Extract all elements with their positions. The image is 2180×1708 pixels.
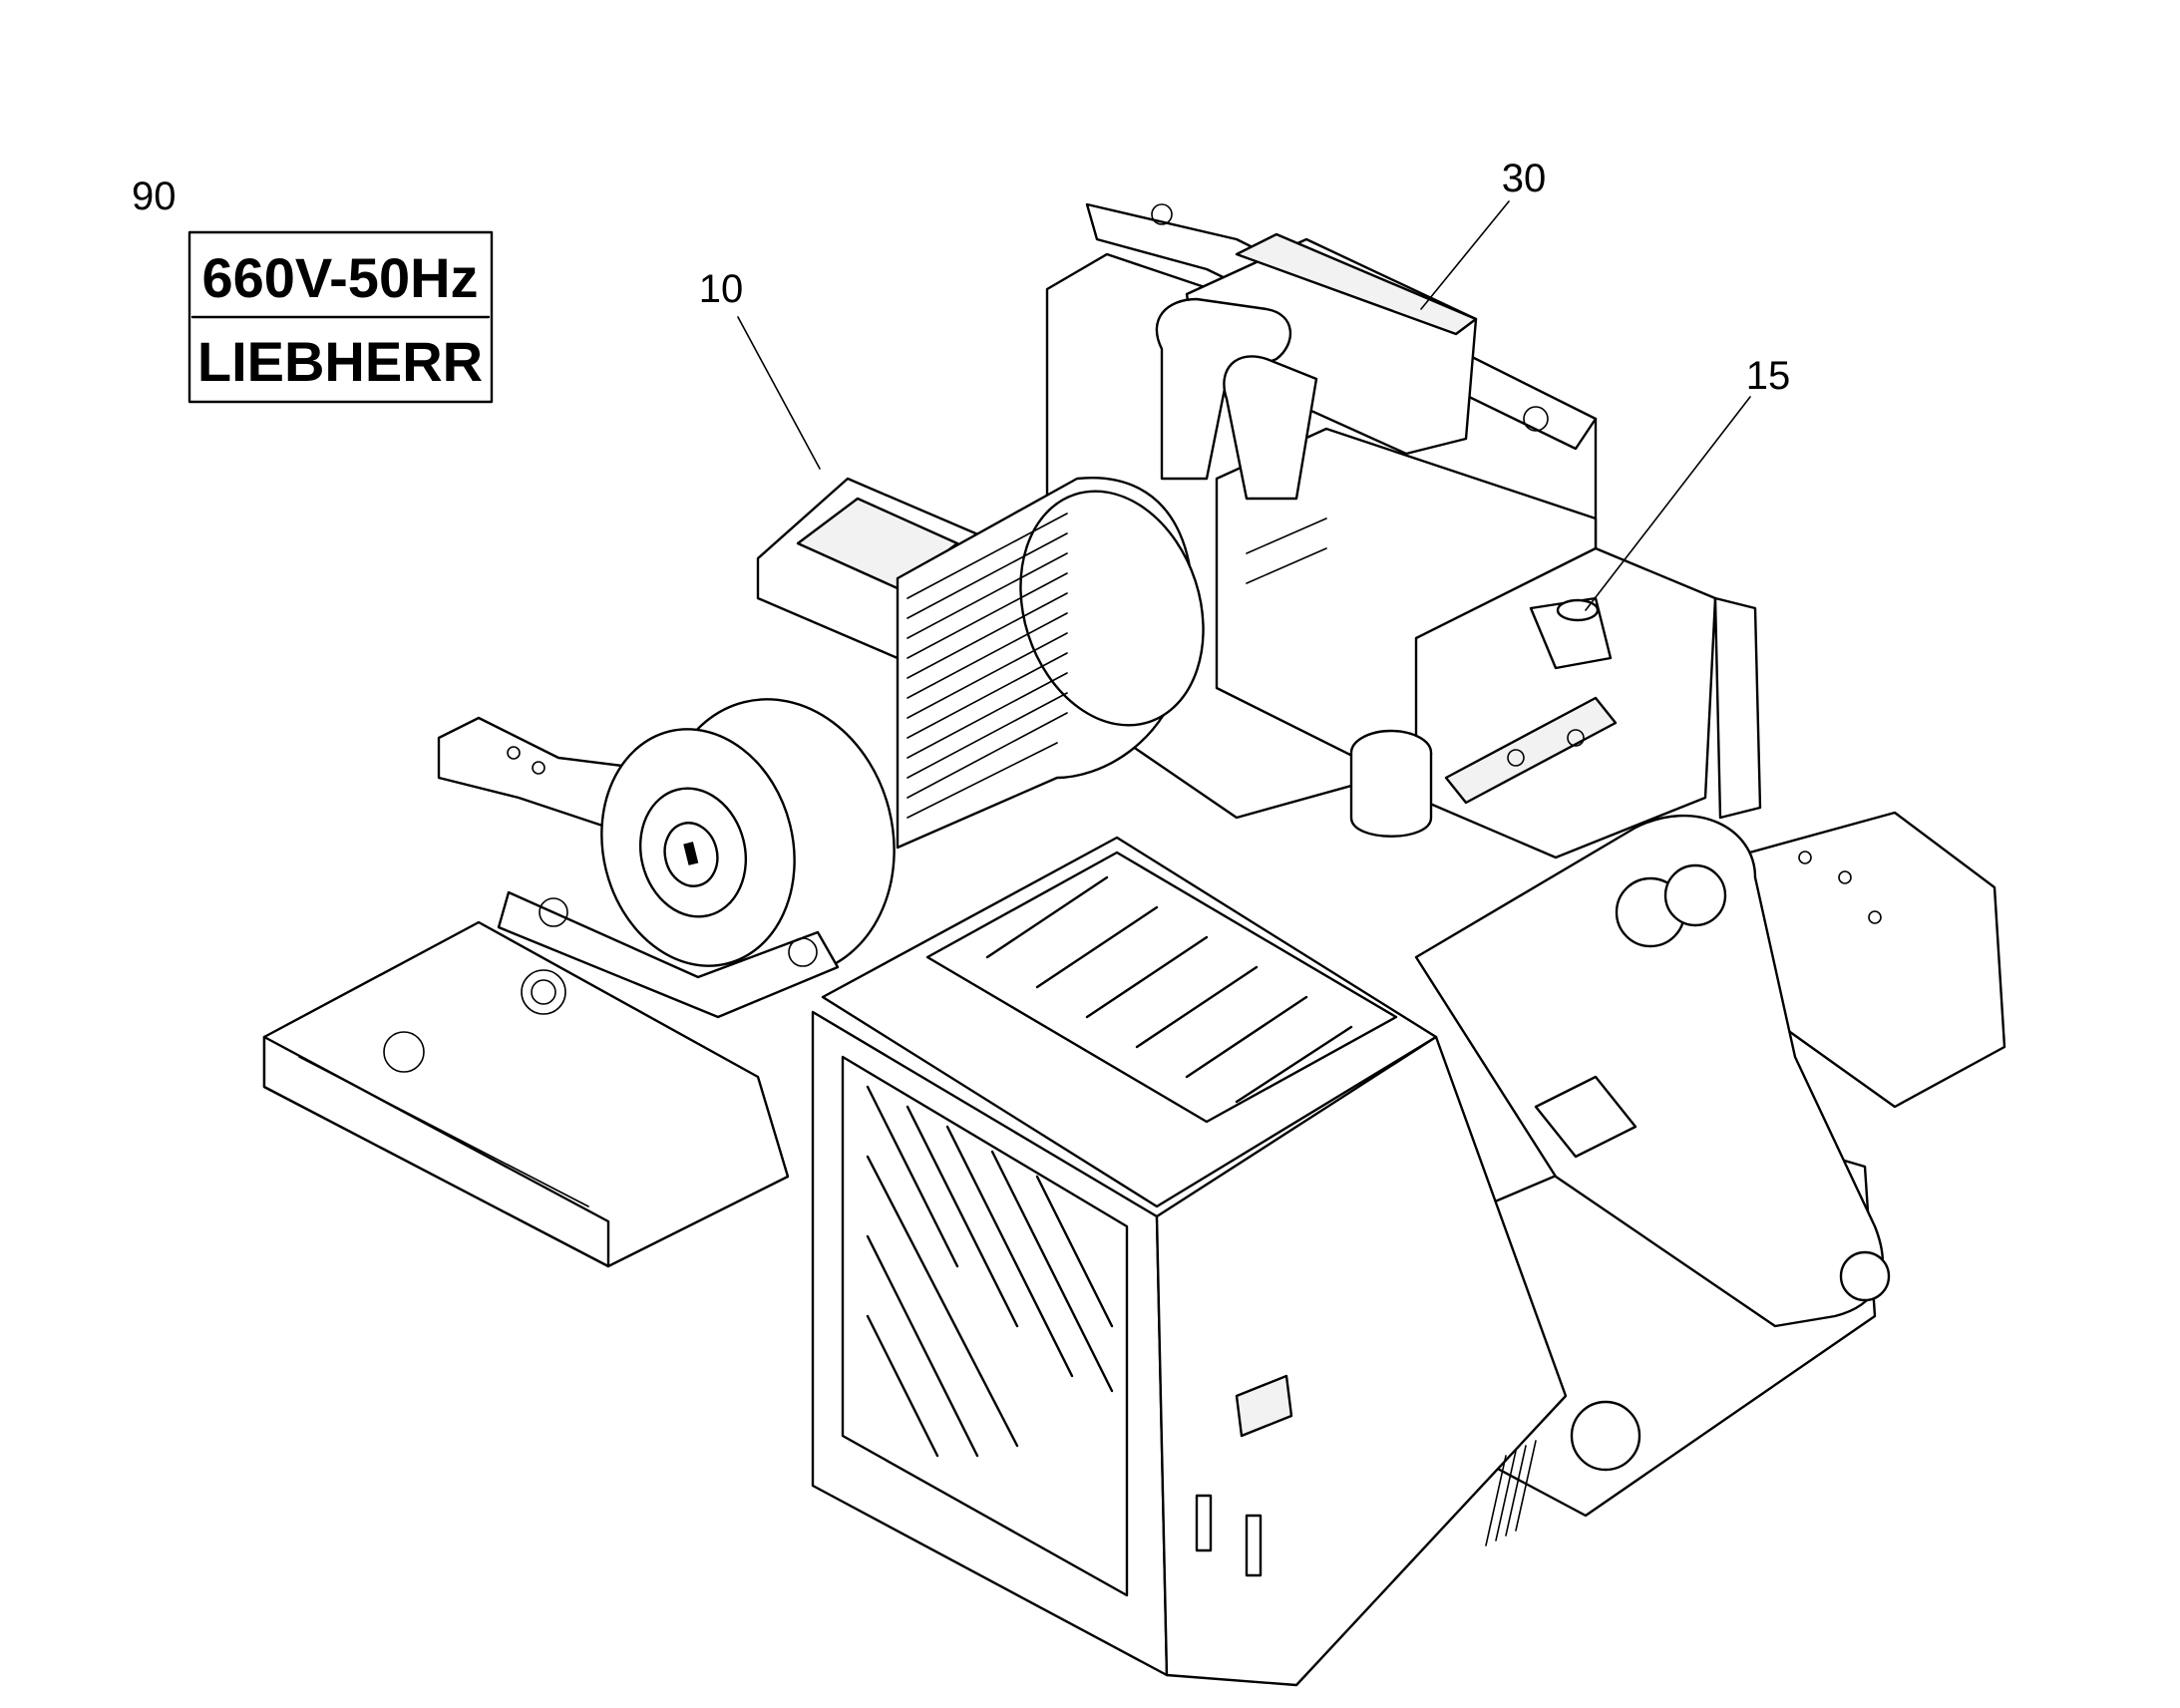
callout-leader-10 bbox=[737, 316, 821, 470]
terminal-box-lid bbox=[796, 497, 959, 590]
callout-15: 15 bbox=[1585, 354, 1791, 611]
boom-pin-hole-2 bbox=[1663, 863, 1727, 927]
side-slot-2 bbox=[1245, 1514, 1263, 1577]
left-platform-edge bbox=[262, 1035, 610, 1268]
valve-assembly bbox=[1349, 546, 1762, 859]
callout-label-90[interactable]: 90 bbox=[132, 174, 177, 218]
side-vent bbox=[1485, 1440, 1537, 1546]
side-slot bbox=[1195, 1494, 1213, 1552]
boom-mount-plate bbox=[1414, 814, 1885, 1328]
motor-foot bbox=[497, 890, 840, 1019]
front-grille-frame bbox=[841, 1055, 1129, 1597]
motor-cooling-fins bbox=[907, 512, 1068, 819]
front-grille-slots bbox=[866, 1085, 1114, 1458]
valve-rail bbox=[1444, 696, 1618, 805]
valve-side-bracket bbox=[1713, 596, 1762, 820]
callout-30: 30 bbox=[1420, 157, 1547, 310]
manufacturer-badge bbox=[1235, 1374, 1293, 1438]
motor-end-cap bbox=[1019, 490, 1205, 727]
boom-pin-hole-4 bbox=[1839, 1250, 1891, 1302]
valve-cap bbox=[1556, 598, 1600, 622]
callout-label-10[interactable]: 10 bbox=[699, 267, 744, 311]
front-enclosure bbox=[811, 836, 1568, 1687]
callout-leader-15 bbox=[1585, 396, 1751, 611]
accumulator-body bbox=[1349, 753, 1433, 838]
callout-leader-30 bbox=[1420, 200, 1510, 310]
boom-mount-block bbox=[1534, 1075, 1637, 1159]
callout-label-30[interactable]: 30 bbox=[1502, 157, 1547, 200]
callout-10: 10 bbox=[699, 267, 821, 470]
electric-motor bbox=[497, 477, 1205, 1019]
nameplate: 90 660V-50Hz LIEBHERR bbox=[132, 174, 494, 404]
nameplate-voltage-text: 660V-50Hz bbox=[201, 246, 478, 309]
callout-label-15[interactable]: 15 bbox=[1746, 354, 1791, 398]
nameplate-brand-text: LIEBHERR bbox=[197, 330, 483, 393]
intake-cover bbox=[1235, 232, 1478, 336]
boom-mount bbox=[1414, 814, 1891, 1472]
top-grille-slots bbox=[985, 875, 1353, 1104]
exhaust-pipe-right bbox=[1223, 355, 1318, 501]
nameplate-border bbox=[187, 230, 494, 404]
boom-pin-hole-3 bbox=[1570, 1400, 1641, 1472]
